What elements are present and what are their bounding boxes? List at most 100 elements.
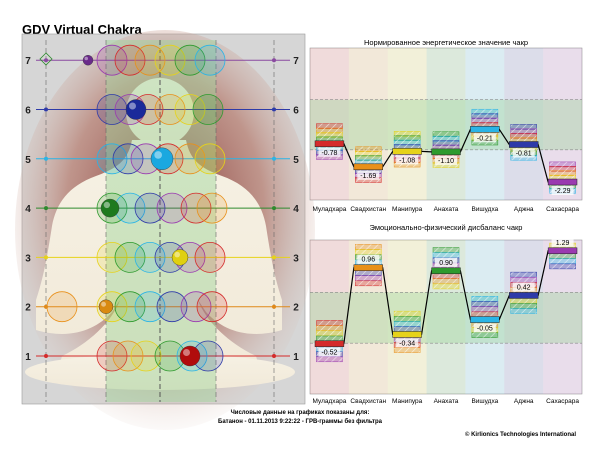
value-bar: [470, 126, 500, 133]
level-label-right: 7: [293, 56, 299, 67]
chakra-line-dot: [272, 107, 276, 112]
level-label-right: 5: [293, 155, 299, 166]
gdv-ring: [180, 192, 212, 224]
chakra-line-dot: [44, 58, 48, 63]
chakra-line-dot: [272, 58, 276, 63]
copyright: © Kirlionics Technologies International: [465, 432, 576, 438]
category-label: Свадхистан: [350, 206, 386, 213]
value-label: -0.78: [321, 150, 337, 157]
gdv-ring: [96, 143, 128, 175]
gdv-ring: [194, 241, 226, 273]
gdv-ring: [134, 241, 166, 273]
normal-range-band: [310, 292, 582, 344]
category-label: Аджна: [514, 398, 534, 405]
chakra-sphere-4[interactable]: [100, 198, 120, 218]
chakra-line-dot: [272, 156, 276, 161]
gdv-ring: [46, 291, 78, 323]
chakra-line-dot: [44, 107, 48, 112]
gdv-ring: [174, 143, 206, 175]
gdv-ring: [112, 143, 144, 175]
footer-note-2: Батанон - 01.11.2013 9:22:22 - ГРВ-грамм…: [218, 419, 382, 425]
gdv-ring: [96, 340, 128, 372]
level-label-right: 6: [293, 106, 299, 117]
value-label: -0.52: [321, 350, 337, 357]
gdv-ring: [96, 241, 128, 273]
gdv-ring: [156, 291, 188, 323]
category-label: Свадхистан: [350, 398, 386, 405]
chart-1: Нормированное энергетическое значение ча…: [309, 38, 583, 213]
value-bar: [431, 267, 461, 275]
value-label: 0.96: [361, 257, 375, 264]
chakra-line-dot: [44, 206, 48, 211]
level-label-left: 3: [25, 253, 31, 264]
category-label: Вишудха: [471, 206, 498, 213]
value-bar: [314, 340, 345, 347]
value-bar: [314, 140, 345, 148]
value-label: 0.42: [517, 284, 531, 291]
value-bar: [547, 247, 578, 255]
category-label: Манипура: [392, 398, 423, 405]
chakra-line-dot: [44, 156, 48, 161]
value-bar: [470, 316, 500, 323]
gdv-ring: [196, 291, 228, 323]
chakra-line-dot: [44, 354, 48, 358]
gdv-ring: [114, 291, 146, 323]
chakra-line-dot: [44, 255, 48, 260]
chart-title: Эмоционально-физический дисбаланс чакр: [370, 223, 523, 232]
category-label: Сахасрара: [546, 398, 579, 405]
value-bar: [392, 331, 422, 338]
gdv-ring: [194, 44, 226, 76]
gdv-ring: [174, 44, 206, 76]
gdv-ring: [114, 44, 146, 76]
chakra-line-dot: [272, 206, 276, 211]
gdv-ring: [192, 94, 224, 125]
gdv-ring: [194, 143, 226, 175]
gdv-ring: [154, 44, 186, 76]
chakra-line-dot: [272, 255, 276, 260]
value-label: -1.08: [399, 157, 415, 164]
level-label-left: 1: [25, 352, 31, 363]
category-label: Анахата: [434, 398, 459, 405]
chakra-line-dot: [272, 304, 276, 309]
gdv-ring: [154, 94, 186, 125]
chart-2: Эмоционально-физический дисбаланс чакр -0…: [309, 223, 583, 405]
level-label-right: 2: [293, 303, 299, 314]
chakra-line-dot: [272, 354, 276, 358]
category-label: Сахасрара: [546, 206, 579, 213]
value-label: -1.10: [438, 158, 454, 165]
category-label: Муладхара: [313, 206, 347, 213]
gdv-ring: [180, 291, 212, 323]
gdv-ring: [130, 340, 162, 372]
level-label-right: 1: [293, 352, 299, 363]
level-label-right: 4: [293, 204, 299, 215]
chakra-sphere-7[interactable]: [82, 55, 94, 66]
footer-note-1: Числовые данные на графиках показаны для…: [230, 410, 370, 416]
gdv-ring: [134, 291, 166, 323]
value-bar: [509, 141, 539, 148]
level-label-left: 7: [25, 56, 31, 67]
value-label: 1.29: [556, 240, 570, 247]
level-label-left: 4: [25, 204, 31, 215]
value-bar: [353, 163, 383, 171]
gdv-ring: [174, 94, 206, 125]
chakra-sphere-2[interactable]: [98, 299, 114, 314]
chart-title: Нормированное энергетическое значение ча…: [364, 38, 528, 47]
category-label: Муладхара: [313, 398, 347, 405]
value-label: -0.34: [399, 340, 415, 347]
value-bar: [431, 148, 461, 156]
chakra-sphere-1[interactable]: [179, 345, 201, 367]
gdv-ring: [134, 192, 166, 224]
chakra-sphere-6[interactable]: [125, 99, 147, 120]
gdv-ring: [112, 340, 144, 372]
chakra-sphere-5[interactable]: [150, 147, 174, 171]
level-label-right: 3: [293, 253, 299, 264]
value-bar: [353, 264, 383, 271]
gdv-ring: [134, 44, 166, 76]
level-label-left: 2: [25, 303, 31, 314]
value-bar: [392, 148, 422, 155]
category-label: Аджна: [514, 206, 534, 213]
chakra-sphere-3[interactable]: [171, 249, 189, 266]
